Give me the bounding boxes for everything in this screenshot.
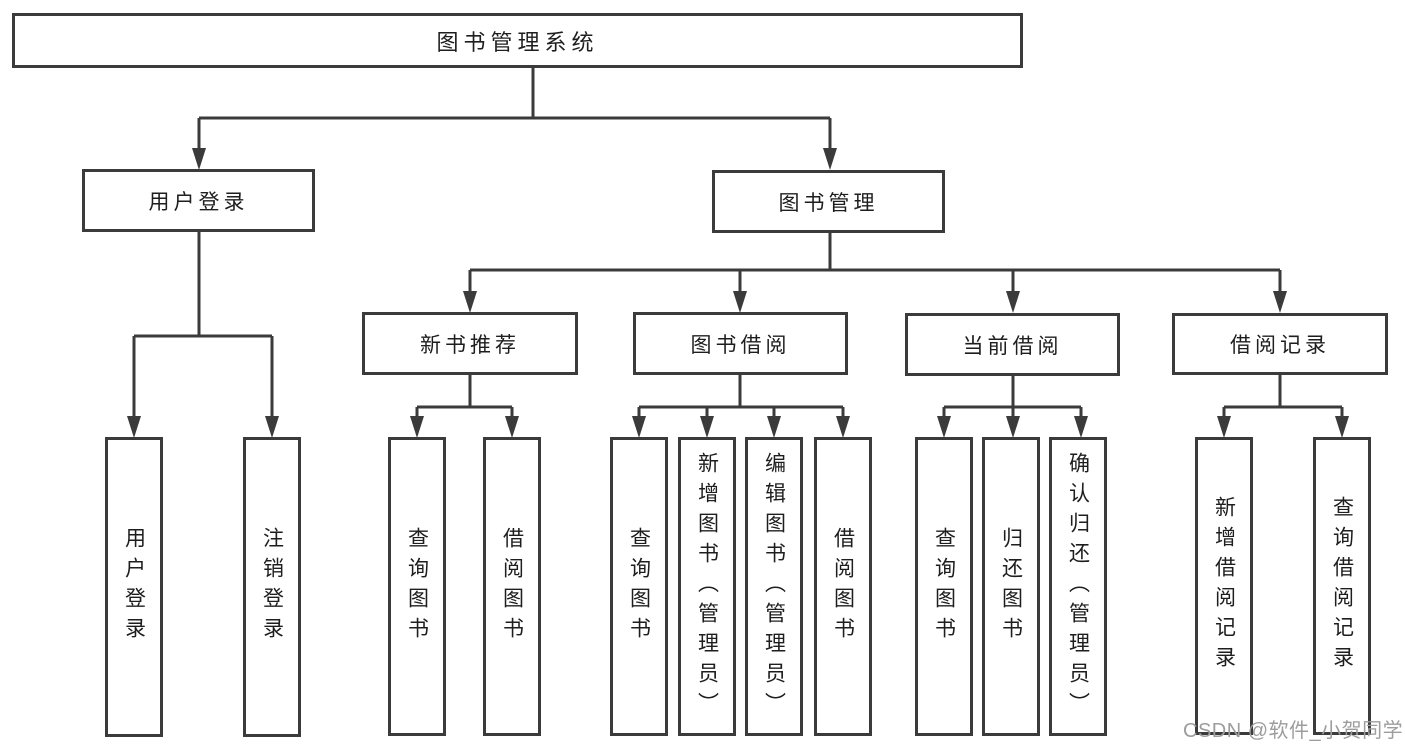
leaf-user-login-label: 用户登录 xyxy=(122,527,146,647)
node-user-login: 用户登录 xyxy=(82,169,315,232)
leaf-cb-confirm-return-admin: 确认归还（管理员） xyxy=(1049,437,1107,736)
connector-root-to-level2 xyxy=(192,68,837,170)
node-user-login-label: 用户登录 xyxy=(148,190,249,214)
node-book-management: 图书管理 xyxy=(712,170,945,233)
leaf-bb-add-books-admin-label: 新增图书（管理员） xyxy=(695,451,719,722)
node-current-borrowing: 当前借阅 xyxy=(905,313,1120,376)
node-book-management-label: 图书管理 xyxy=(778,191,879,215)
leaf-bb-edit-books-admin-label: 编辑图书（管理员） xyxy=(762,451,786,722)
leaf-cb-query-books-label: 查询图书 xyxy=(932,526,956,647)
leaf-bb-add-books-admin: 新增图书（管理员） xyxy=(678,437,736,736)
leaf-nbr-borrow-books-label: 借阅图书 xyxy=(500,526,524,647)
node-book-borrowing-label: 图书借阅 xyxy=(690,333,791,357)
watermark: CSDN @软件_小贺同学 xyxy=(1183,720,1404,742)
leaf-nbr-borrow-books: 借阅图书 xyxy=(483,437,541,736)
leaf-logout-label: 注销登录 xyxy=(260,527,284,647)
leaf-bb-query-books-label: 查询图书 xyxy=(627,526,651,647)
connector-new-book-rec-to-leaves xyxy=(410,375,519,438)
connector-current-borrow-to-leaves xyxy=(937,376,1088,438)
node-borrow-records: 借阅记录 xyxy=(1172,313,1388,375)
leaf-cb-query-books: 查询图书 xyxy=(915,437,973,736)
node-borrow-records-label: 借阅记录 xyxy=(1230,334,1330,357)
leaf-bb-edit-books-admin: 编辑图书（管理员） xyxy=(745,437,803,736)
leaf-br-query-record: 查询借阅记录 xyxy=(1313,437,1371,735)
node-new-book-recommend: 新书推荐 xyxy=(362,312,578,375)
connector-borrow-record-to-leaves xyxy=(1217,375,1349,438)
leaf-logout: 注销登录 xyxy=(243,437,301,737)
leaf-user-login: 用户登录 xyxy=(105,437,163,737)
connector-book-mgmt-to-level3 xyxy=(463,233,1287,313)
leaf-nbr-query-books: 查询图书 xyxy=(388,437,446,736)
node-root-system: 图书管理系统 xyxy=(12,13,1023,68)
connector-user-login-to-leaves xyxy=(127,232,279,438)
leaf-bb-query-books: 查询图书 xyxy=(610,437,668,736)
leaf-br-add-record-label: 新增借阅记录 xyxy=(1212,496,1236,676)
leaf-cb-confirm-return-admin-label: 确认归还（管理员） xyxy=(1066,451,1090,722)
leaf-br-query-record-label: 查询借阅记录 xyxy=(1330,496,1354,676)
leaf-cb-return-books: 归还图书 xyxy=(982,437,1040,736)
leaf-bb-borrow-books: 借阅图书 xyxy=(814,437,872,736)
leaf-cb-return-books-label: 归还图书 xyxy=(999,526,1023,647)
leaf-nbr-query-books-label: 查询图书 xyxy=(405,526,429,647)
connector-book-borrow-to-leaves xyxy=(632,375,850,438)
node-new-book-recommend-label: 新书推荐 xyxy=(420,333,520,357)
leaf-bb-borrow-books-label: 借阅图书 xyxy=(831,526,855,647)
node-current-borrowing-label: 当前借阅 xyxy=(962,334,1063,358)
node-book-borrowing: 图书借阅 xyxy=(633,312,848,375)
leaf-br-add-record: 新增借阅记录 xyxy=(1195,437,1253,735)
node-root-label: 图书管理系统 xyxy=(436,29,599,55)
